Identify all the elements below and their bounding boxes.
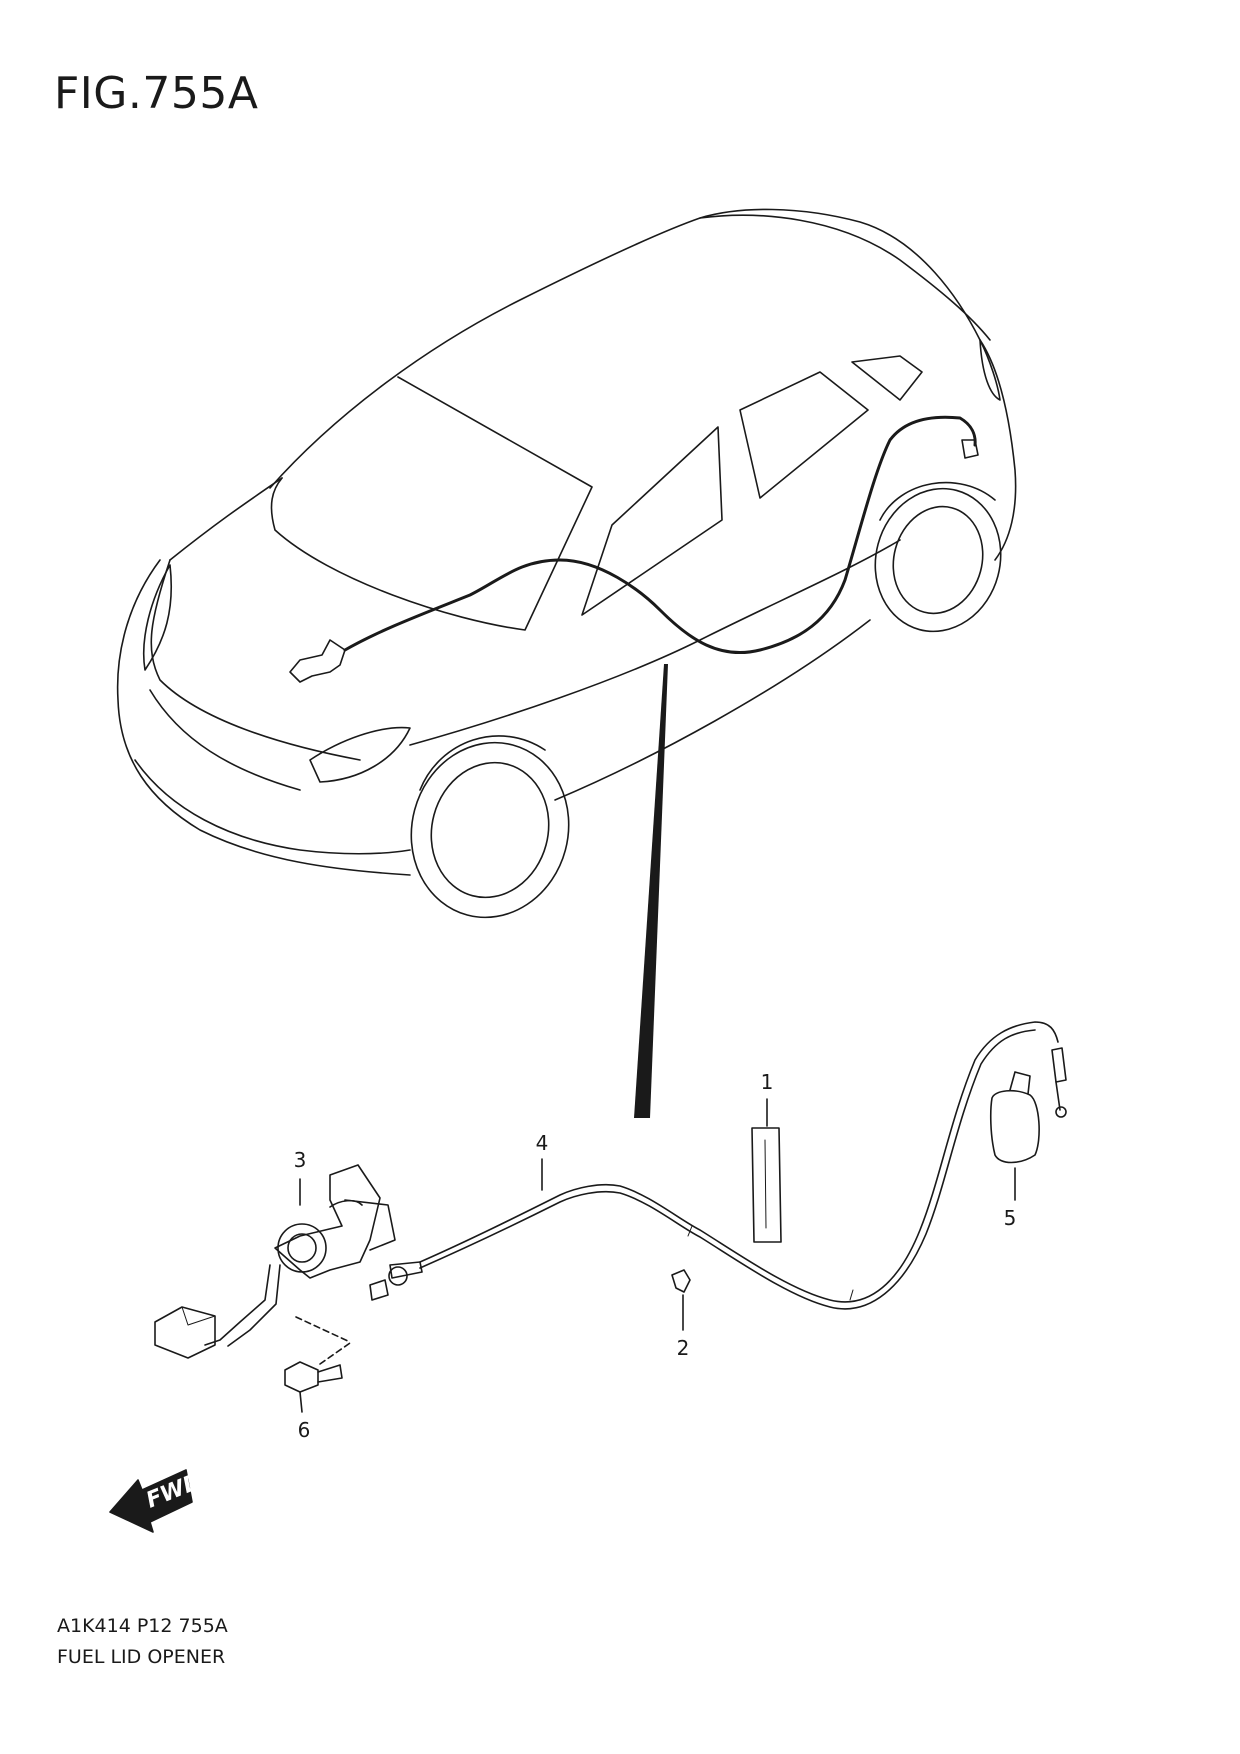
car-hood-crease [150, 559, 361, 761]
car-illustration [116, 208, 1017, 1118]
callout-part-2: 2 [676, 1336, 690, 1360]
car-bumper-lower [134, 759, 411, 855]
callout-part-6: 6 [297, 1418, 311, 1442]
car-grille [149, 689, 301, 791]
detail-pointer [634, 664, 668, 1118]
callout-part-3: 3 [293, 1148, 307, 1172]
car-roof-outline [269, 208, 981, 489]
car-quarter-window [851, 355, 923, 401]
car-front-wheel [410, 735, 570, 919]
car-headlight-right [309, 726, 411, 783]
car-taillight [979, 339, 1001, 401]
part-6-bolt [284, 1342, 351, 1413]
car-side-belt [409, 539, 901, 746]
figure-code: A1K414 P12 755A [57, 1615, 228, 1637]
figure-title: FIG.755A [54, 68, 259, 119]
car-rear-outline [979, 339, 1017, 561]
part-4-cable [369, 1021, 1067, 1310]
callout-part-4: 4 [535, 1131, 549, 1155]
car-rear-wheel [874, 481, 1002, 633]
callout-part-1: 1 [760, 1070, 774, 1094]
figure-name: FUEL LID OPENER [57, 1646, 226, 1668]
car-rear-door-window [739, 371, 869, 499]
fuel-lid-lock-on-car [961, 439, 979, 459]
fwd-direction-arrow: FWD [109, 1469, 206, 1533]
fuel-cable-routing-on-car [343, 415, 977, 655]
car-windshield [270, 376, 593, 631]
car-side-sill [554, 619, 871, 801]
car-hood [169, 477, 283, 561]
callout-part-5: 5 [1003, 1206, 1017, 1230]
car-roof-edge [699, 214, 991, 341]
car-front-fascia [116, 559, 411, 876]
fuel-lid-opener-on-car [289, 639, 346, 683]
car-front-door-window [581, 426, 723, 616]
car-headlight-left [142, 564, 173, 671]
part-3-opener-lever [154, 1164, 396, 1359]
part-5-fuel-lid-lock [989, 1071, 1040, 1201]
part-2-clip [671, 1269, 691, 1331]
part-1-label-plate [751, 1098, 782, 1243]
